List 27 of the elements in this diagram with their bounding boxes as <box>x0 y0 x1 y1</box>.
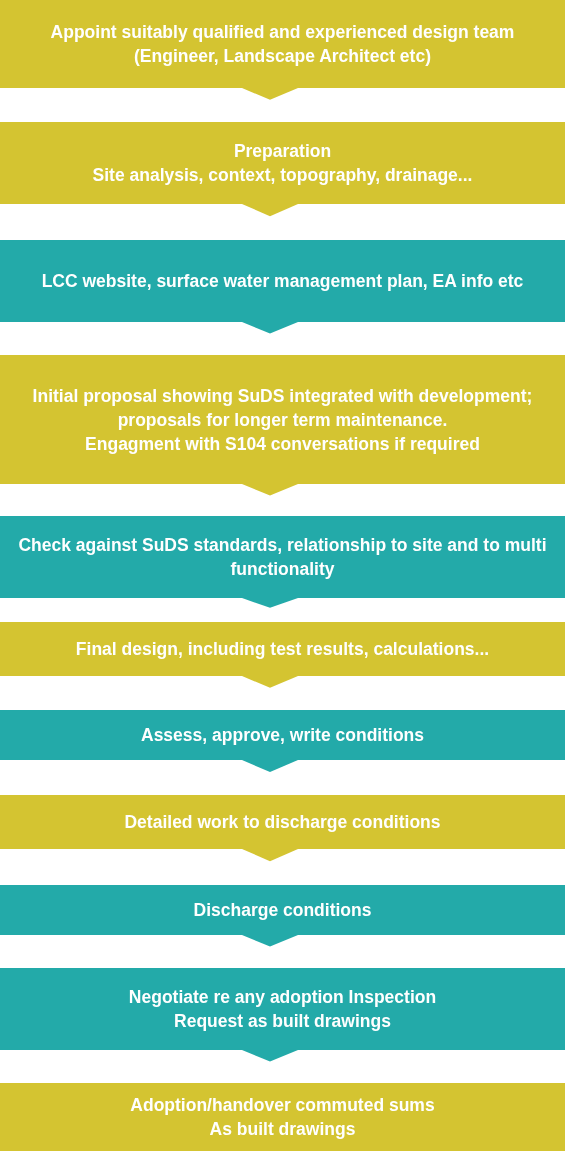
chevron-arrow <box>242 760 298 772</box>
step-text: Detailed work to discharge conditions <box>124 811 441 834</box>
step-text: Assess, approve, write conditions <box>141 724 424 747</box>
step-text: As built drawings <box>209 1118 356 1141</box>
step-text: Negotiate re any adoption Inspection <box>128 986 437 1009</box>
step-text: Engagment with S104 conversations if required <box>85 432 480 456</box>
chevron-arrow <box>242 676 298 688</box>
chevron-arrow <box>242 88 298 100</box>
step-text: Appoint suitably qualified and experienced design team (Engineer, Landscape Architect etc) <box>49 21 516 68</box>
step-text: Check against SuDS standards, relationship to site and to multi functionality <box>17 534 548 581</box>
step-text: Final design, including test results, calculations... <box>75 638 490 661</box>
step-text: Initial proposal showing SuDS integrated with development; proposals for longer term maintenance. <box>31 384 534 432</box>
step-text: Discharge conditions <box>193 899 372 922</box>
step-box <box>0 355 565 484</box>
chevron-arrow <box>242 322 298 334</box>
step-box <box>0 1083 565 1151</box>
chevron-arrow <box>242 935 298 947</box>
chevron-arrow <box>242 849 298 862</box>
step-text: Site analysis, context, topography, drainage... <box>92 164 473 187</box>
chevron-arrow <box>242 1050 298 1062</box>
chevron-arrow <box>242 598 298 608</box>
step-text: LCC website, surface water management plan, EA info etc <box>41 270 524 293</box>
step-text: Adoption/handover commuted sums <box>130 1094 435 1117</box>
step-text: Request as built drawings <box>174 1010 391 1033</box>
chevron-arrow <box>242 484 298 496</box>
step-text: Preparation <box>233 140 332 163</box>
chevron-arrow <box>242 204 298 217</box>
